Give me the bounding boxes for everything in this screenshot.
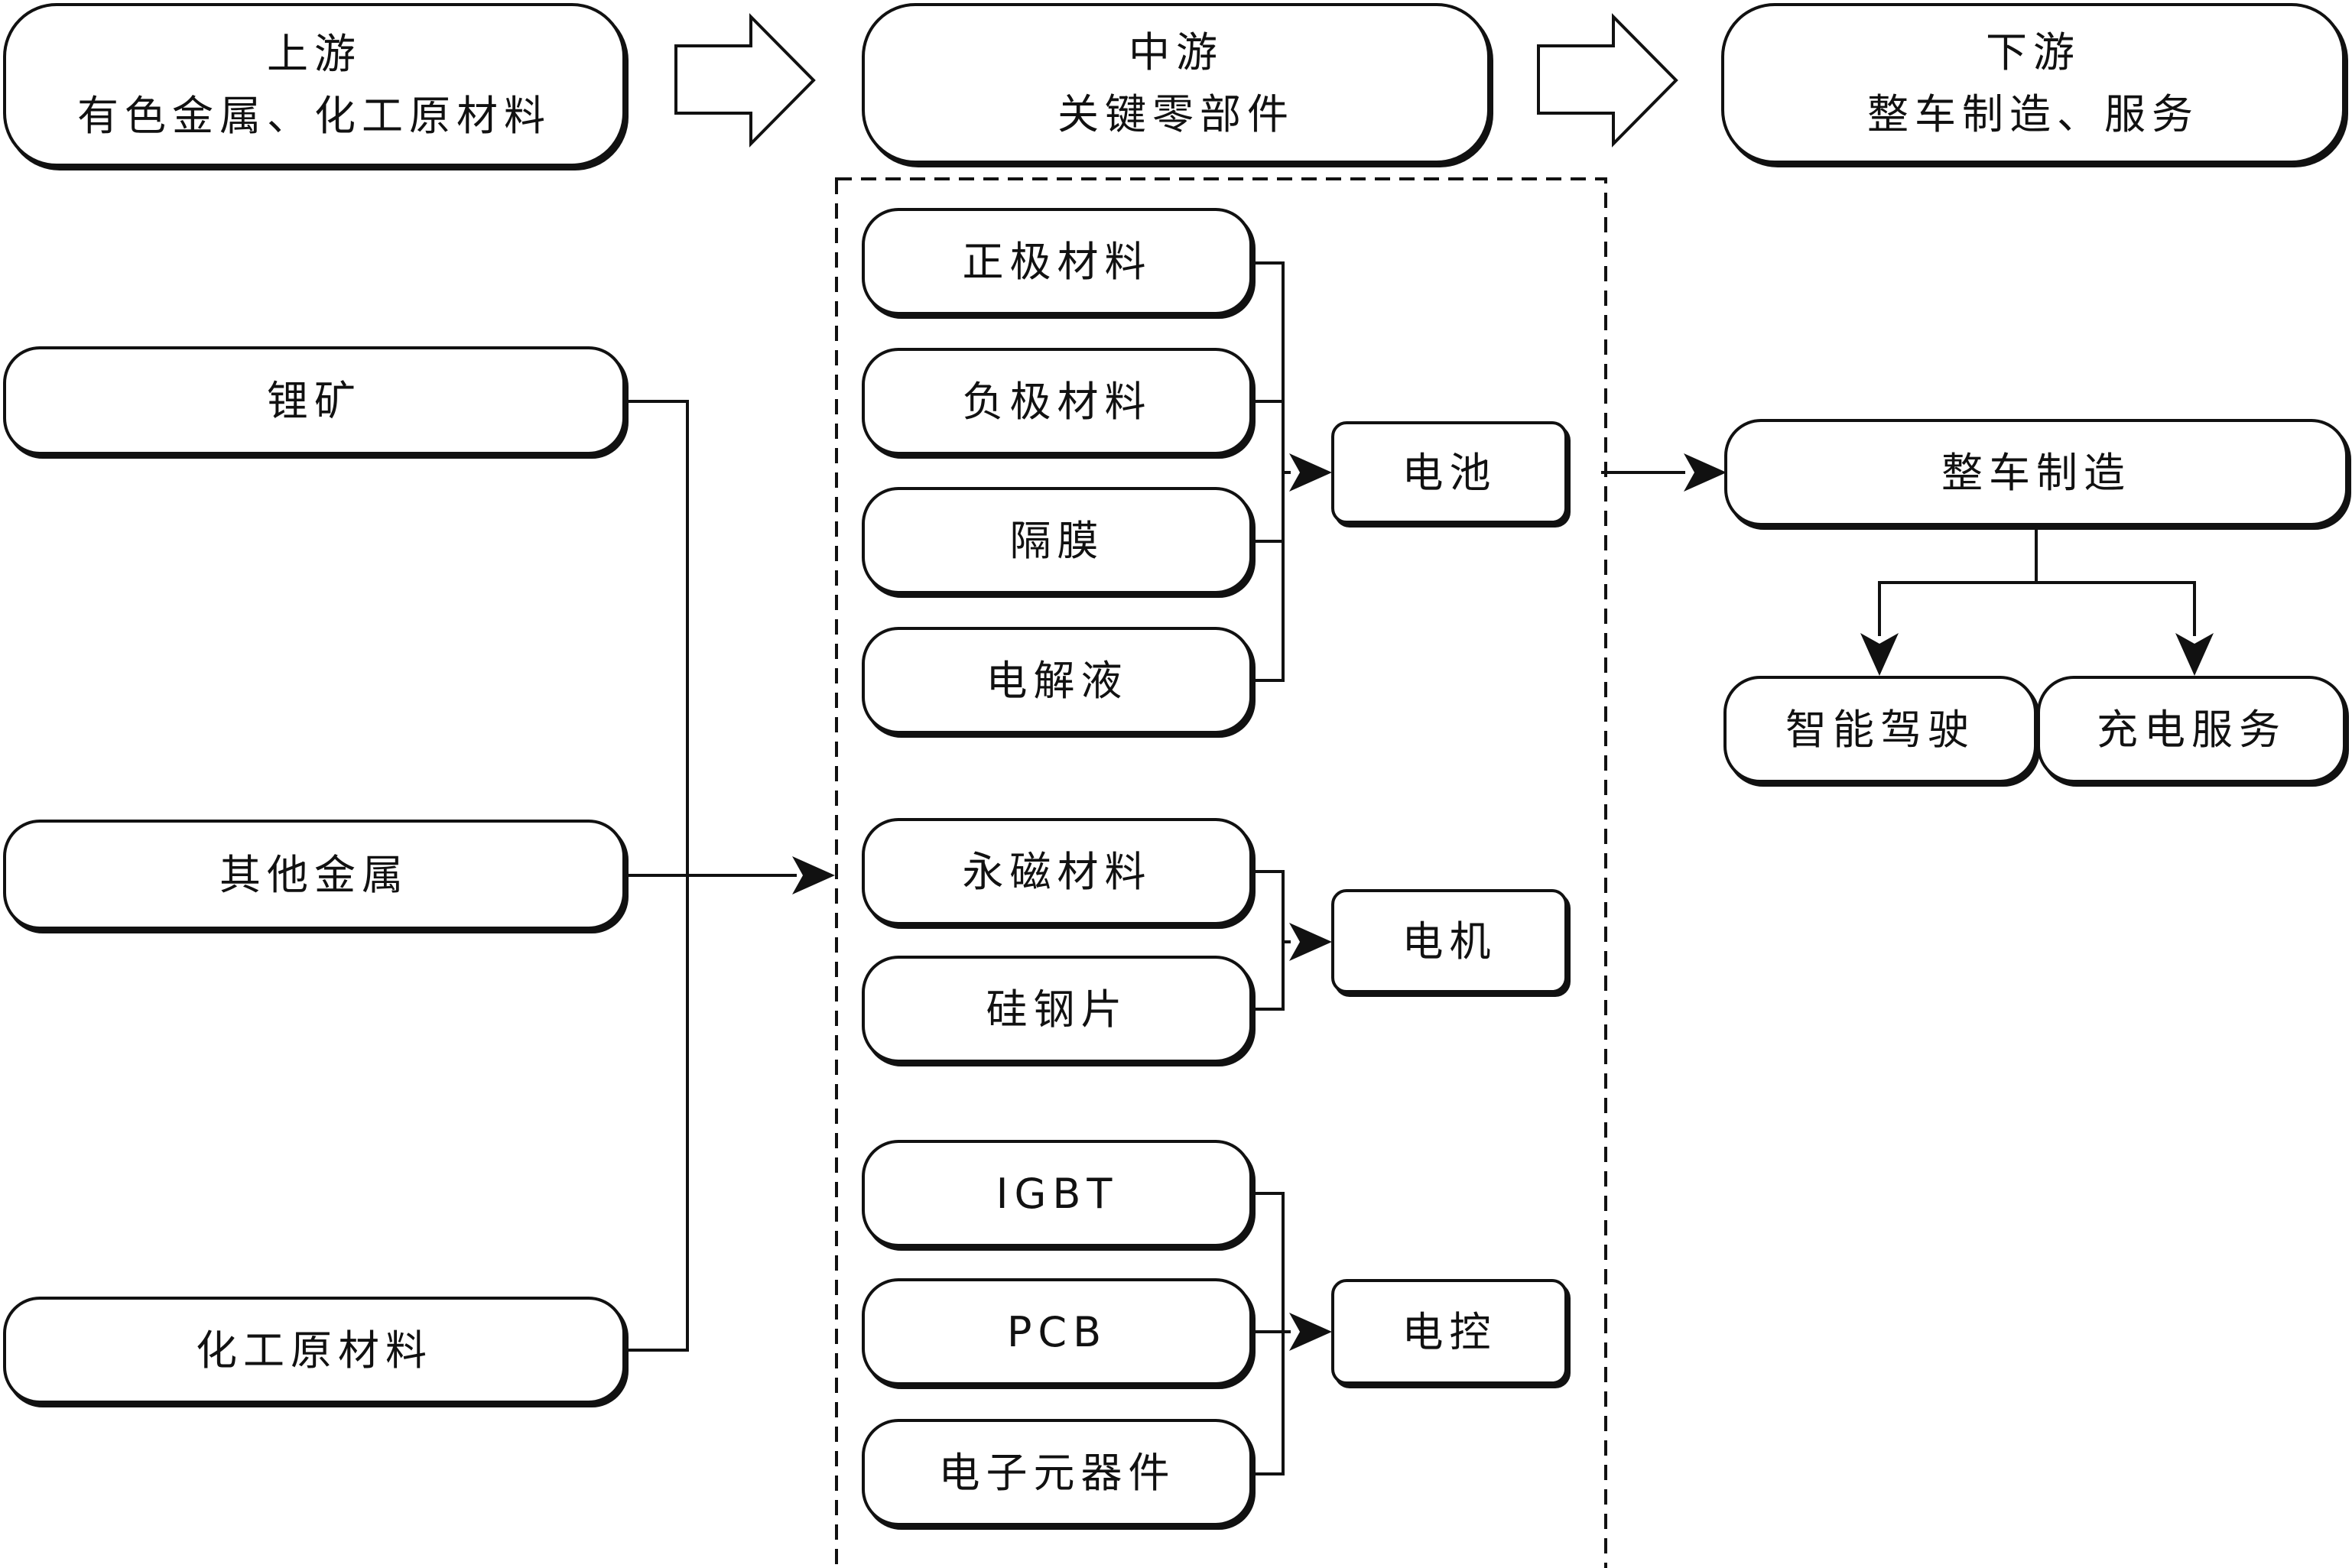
part-label: 负极材料: [962, 377, 1152, 426]
part-electrolyte: 电解液: [862, 627, 1252, 734]
component-label: 电机: [1402, 917, 1497, 966]
service-label: 充电服务: [2097, 705, 2286, 754]
part-pcb: PCB: [862, 1278, 1252, 1385]
stage-upstream-subtitle: 有色金属、化工原材料: [77, 92, 551, 140]
component-label: 电池: [1402, 448, 1497, 497]
stage-midstream-subtitle: 关键零部件: [1057, 90, 1295, 138]
part-separator: 隔膜: [862, 487, 1252, 594]
midstream-dashed-frame: [835, 177, 1607, 1568]
motor-bracket: [1252, 870, 1291, 1011]
component-controller: 电控: [1331, 1279, 1567, 1385]
stage-upstream: 上游 有色金属、化工原材料: [3, 3, 625, 167]
stage-midstream-title: 中游: [1129, 28, 1223, 76]
raw-material-other-metals: 其他金属: [3, 820, 625, 930]
battery-arrowhead: [1289, 453, 1332, 492]
stage-downstream: 下游 整车制造、服务: [1721, 3, 2345, 164]
raw-material-lithium-ore: 锂矿: [3, 346, 625, 455]
part-anode-material: 负极材料: [862, 348, 1252, 455]
part-permanent-magnet: 永磁材料: [862, 818, 1252, 925]
part-label: IGBT: [996, 1169, 1119, 1218]
stage-midstream: 中游 关键零部件: [862, 3, 1490, 164]
stage-downstream-title: 下游: [1986, 28, 2081, 76]
vehicle-split-line: [1878, 526, 2196, 636]
midstream-to-vehicle-arrowhead: [1684, 453, 1727, 492]
stage-arrow-upstream-to-midstream: [674, 13, 816, 148]
stage-upstream-title: 上游: [267, 30, 362, 78]
part-label: 正极材料: [962, 237, 1152, 286]
raw-material-label: 锂矿: [267, 376, 362, 425]
raw-material-label: 化工原材料: [196, 1326, 433, 1375]
part-igbt: IGBT: [862, 1140, 1252, 1247]
component-battery: 电池: [1331, 421, 1567, 524]
part-label: PCB: [1006, 1307, 1108, 1356]
raw-material-label: 其他金属: [219, 850, 409, 899]
vehicle-manufacturing: 整车制造: [1724, 419, 2348, 526]
component-label: 电控: [1402, 1307, 1497, 1356]
raw-materials-bracket: [625, 400, 797, 1352]
part-cathode-material: 正极材料: [862, 208, 1252, 315]
controller-bracket: [1252, 1192, 1291, 1475]
controller-arrowhead: [1289, 1313, 1332, 1351]
part-label: 电解液: [986, 656, 1129, 705]
part-label: 隔膜: [1009, 516, 1105, 565]
service-autonomous-driving: 智能驾驶: [1723, 676, 2037, 783]
stage-arrow-midstream-to-downstream: [1537, 13, 1678, 148]
part-silicon-steel: 硅钢片: [862, 956, 1252, 1063]
autonomous-driving-arrowhead: [1860, 633, 1899, 676]
service-charging: 充电服务: [2037, 676, 2346, 783]
vehicle-label: 整车制造: [1941, 448, 2131, 497]
part-electronic-components: 电子元器件: [862, 1419, 1252, 1526]
motor-arrowhead: [1289, 923, 1332, 961]
part-label: 电子元器件: [938, 1448, 1176, 1497]
stage-downstream-subtitle: 整车制造、服务: [1867, 90, 2199, 138]
raw-materials-arrowhead: [792, 856, 835, 894]
service-label: 智能驾驶: [1785, 705, 1975, 754]
part-label: 永磁材料: [962, 847, 1152, 896]
raw-material-chemicals: 化工原材料: [3, 1297, 625, 1404]
part-label: 硅钢片: [986, 985, 1129, 1034]
battery-bracket: [1252, 261, 1291, 682]
component-motor: 电机: [1331, 889, 1567, 993]
charging-service-arrowhead: [2175, 633, 2214, 676]
